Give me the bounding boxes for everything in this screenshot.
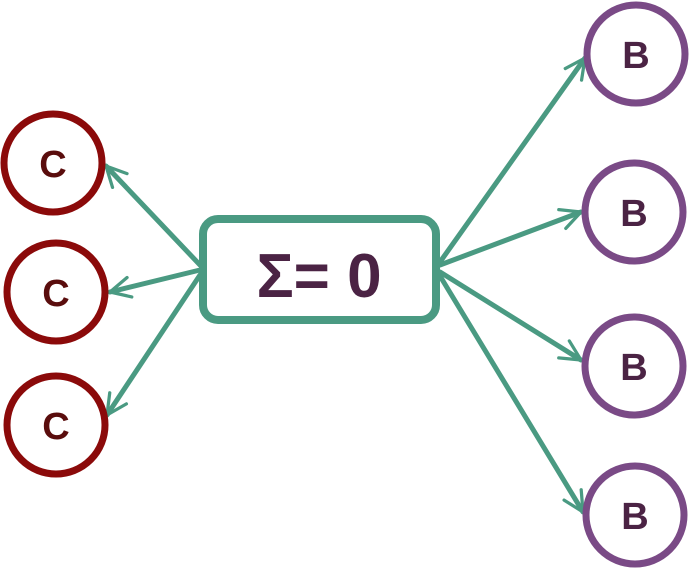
center-box bbox=[199, 215, 440, 324]
c-node-label: C bbox=[42, 406, 69, 448]
b-node-circle bbox=[581, 159, 687, 265]
c-node: C bbox=[0, 110, 106, 216]
b-node: B bbox=[583, 1, 689, 107]
b-node-label: B bbox=[620, 347, 647, 389]
b-node: B bbox=[582, 462, 688, 568]
arrow-to-c-1 bbox=[103, 163, 203, 268]
b-node: B bbox=[581, 159, 687, 265]
c-node-circle bbox=[3, 372, 109, 478]
arrows-left bbox=[103, 163, 203, 418]
c-node-circle bbox=[0, 110, 106, 216]
c-node: C bbox=[3, 239, 109, 345]
center-label: Σ= 0 bbox=[256, 242, 381, 311]
arrows-right bbox=[437, 55, 588, 515]
arrow-to-b-2 bbox=[437, 208, 584, 268]
arrow-to-b-1 bbox=[437, 55, 588, 265]
b-node-label: B bbox=[621, 496, 648, 538]
c-node-label: C bbox=[39, 144, 66, 186]
c-nodes: C C C bbox=[0, 110, 109, 478]
b-node-circle bbox=[582, 462, 688, 568]
b-node-circle bbox=[583, 1, 689, 107]
c-node-label: C bbox=[42, 273, 69, 315]
c-node-circle bbox=[3, 239, 109, 345]
b-node-label: B bbox=[622, 35, 649, 77]
b-node-label: B bbox=[620, 193, 647, 235]
arrow-to-c-3 bbox=[104, 272, 203, 418]
c-node: C bbox=[3, 372, 109, 478]
arrow-to-c-2 bbox=[107, 267, 203, 299]
b-nodes: B B B B bbox=[581, 1, 689, 568]
center-node: Σ= 0 bbox=[199, 215, 440, 324]
arrow-to-b-3 bbox=[437, 269, 584, 363]
b-node-circle bbox=[581, 313, 687, 419]
arrow-to-b-4 bbox=[437, 273, 586, 515]
b-node: B bbox=[581, 313, 687, 419]
